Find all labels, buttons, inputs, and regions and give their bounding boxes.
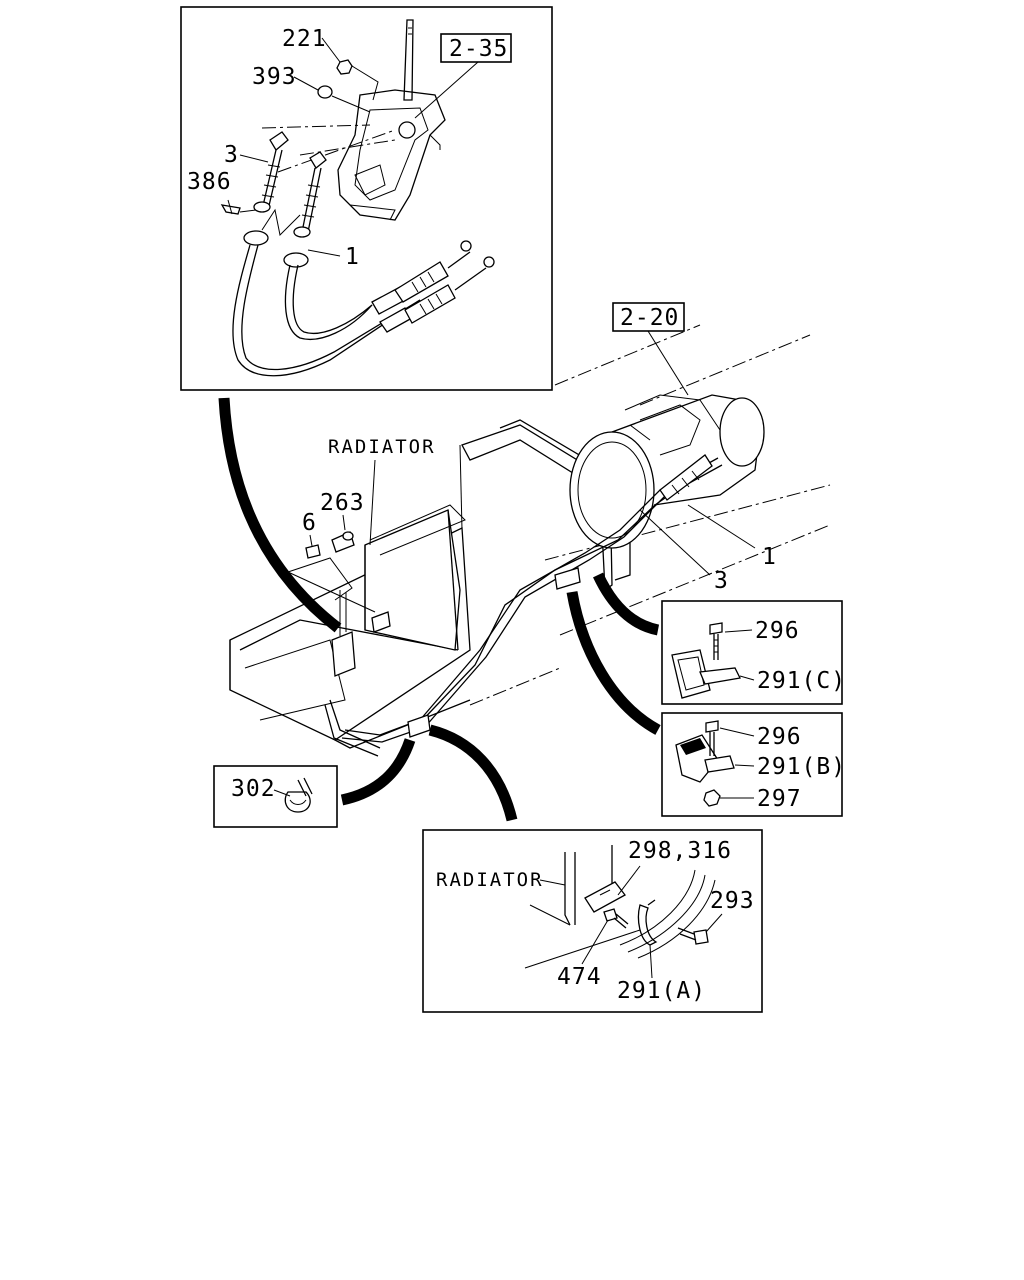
callout-1-main: 1: [762, 544, 777, 570]
callout-1-top: 1: [345, 244, 360, 270]
callout-393: 393: [252, 64, 297, 90]
clamp-291c: [671, 649, 741, 699]
shift-lever-detail: 2-35 221 393 3 386 1: [180, 6, 553, 391]
callout-302: 302: [231, 776, 276, 802]
ref-2-20-label: 2-20: [620, 305, 679, 331]
washer-393: [317, 85, 333, 99]
shift-lever-detail-frame: [180, 6, 553, 391]
callout-296-c: 296: [755, 618, 800, 644]
part-6: [305, 544, 321, 559]
nut-221: [336, 59, 353, 75]
bolt-296-c: [709, 622, 723, 660]
callout-386: 386: [187, 169, 232, 195]
part-263: [331, 531, 355, 553]
bolt-293: [677, 927, 709, 945]
clamp-291a: [637, 899, 658, 946]
transmission: [569, 394, 765, 549]
clamp-c-detail-frame: [661, 600, 843, 705]
clamp-b-detail: 296 291(B) 297: [661, 712, 846, 817]
cable-adjusters: [371, 240, 495, 333]
callout-3-top: 3: [224, 142, 239, 168]
clamp-291b: [675, 734, 735, 783]
ref-box-2-20: 2-20: [612, 302, 689, 396]
callout-297: 297: [757, 786, 802, 812]
clip-302-detail-frame: [213, 765, 338, 828]
callout-291a: 291(A): [617, 978, 706, 1004]
callout-293: 293: [710, 888, 755, 914]
bolt-474: [603, 908, 629, 929]
callout-263: 263: [320, 490, 365, 516]
shift-lever: [337, 19, 446, 221]
bolt-296-b: [705, 720, 719, 756]
callout-298-316: 298,316: [628, 838, 732, 864]
label-radiator-main: RADIATOR: [328, 436, 436, 458]
callout-291b: 291(B): [757, 754, 846, 780]
clip-386: [220, 199, 241, 215]
label-radiator-detail: RADIATOR: [436, 869, 544, 891]
ref-2-35-label: 2-35: [449, 36, 508, 62]
clip-302-detail: 302: [213, 765, 338, 828]
callout-474: 474: [557, 964, 602, 990]
callout-291c: 291(C): [757, 668, 846, 694]
shift-cables-main: [324, 454, 723, 757]
cable-3-end: [243, 131, 289, 246]
clamp-a-detail-frame: [422, 829, 763, 1013]
callout-3-main: 3: [714, 568, 729, 594]
callout-221: 221: [282, 26, 327, 52]
cable-1-end: [283, 151, 327, 268]
callout-6: 6: [302, 510, 317, 536]
clamp-b-detail-frame: [661, 712, 843, 817]
clamp-a-detail: RADIATOR 298,316 293 474 291(A): [422, 829, 763, 1013]
callout-296-b: 296: [757, 724, 802, 750]
nut-297: [703, 789, 721, 807]
detail-pointers: [218, 397, 661, 822]
ref-box-2-35: 2-35: [414, 33, 512, 119]
main-assembly: RADIATOR 263 6 1 3 2-20: [229, 302, 831, 757]
clip-302: [284, 777, 313, 813]
bracket-298-316: [584, 881, 626, 913]
clamp-c-detail: 296 291(C): [661, 600, 846, 705]
